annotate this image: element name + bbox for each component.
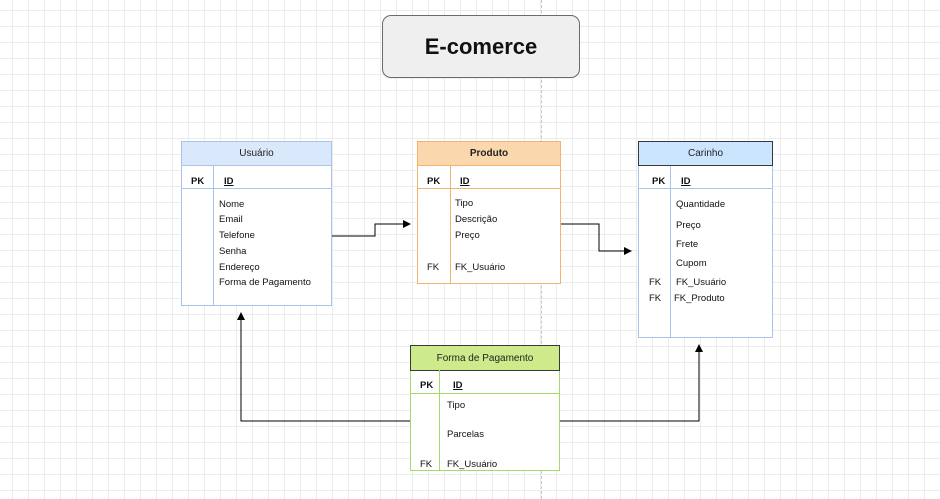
entity-carinho-fk-label-2: FK (649, 293, 662, 304)
entity-carinho-field-preco[interactable]: Preço (676, 220, 701, 231)
entity-forma-pagamento-field-fk-usuario[interactable]: FK_Usuário (447, 459, 498, 470)
entity-carinho-pk-label: PK (652, 176, 666, 187)
entity-forma-pagamento-field-tipo[interactable]: Tipo (447, 400, 466, 411)
connector-pagamento-to-usuario[interactable] (237, 312, 410, 422)
entity-usuario-field-telefone[interactable]: Telefone (219, 230, 255, 241)
entity-produto-fk-label: FK (427, 262, 440, 273)
entity-produto[interactable]: Produto PK ID Tipo Descrição Preço FK FK… (417, 141, 561, 284)
entity-carinho-field-cupom[interactable]: Cupom (676, 258, 707, 269)
entity-produto-name: Produto (469, 148, 509, 159)
entity-forma-pagamento-fk-label: FK (420, 459, 433, 470)
entity-usuario-field-email[interactable]: Email (219, 214, 243, 225)
entity-carinho-field-quantidade[interactable]: Quantidade (676, 199, 726, 210)
entity-carinho-fk-label-1: FK (649, 277, 662, 288)
entity-produto-key-separator (418, 188, 560, 189)
entity-carinho-header[interactable]: Carinho (638, 141, 773, 166)
entity-usuario[interactable]: Usuário PK ID Nome Email Telefone Senha … (181, 141, 332, 306)
entity-usuario-name: Usuário (239, 148, 274, 159)
entity-usuario-id-field[interactable]: ID (224, 176, 234, 187)
entity-usuario-column-divider (213, 166, 214, 306)
entity-produto-field-preco[interactable]: Preço (455, 230, 480, 241)
entity-usuario-key-separator (182, 188, 331, 189)
entity-produto-field-fk-usuario[interactable]: FK_Usuário (455, 262, 506, 273)
entity-carinho-field-frete[interactable]: Frete (676, 239, 699, 250)
entity-usuario-field-senha[interactable]: Senha (219, 246, 247, 257)
entity-produto-id-field[interactable]: ID (460, 176, 470, 187)
entity-carinho-field-fk-usuario[interactable]: FK_Usuário (676, 277, 727, 288)
entity-carinho-column-divider (670, 166, 671, 338)
entity-carinho-key-separator (639, 188, 772, 189)
entity-produto-pk-label: PK (427, 176, 441, 187)
entity-forma-pagamento-field-parcelas[interactable]: Parcelas (447, 429, 484, 440)
entity-forma-pagamento-id-field[interactable]: ID (453, 380, 463, 391)
entity-usuario-field-forma-pagamento[interactable]: Forma de Pagamento (219, 277, 311, 288)
entity-usuario-pk-label: PK (191, 176, 205, 187)
entity-produto-field-tipo[interactable]: Tipo (455, 198, 474, 209)
entity-forma-pagamento-pk-label: PK (420, 380, 434, 391)
entity-usuario-field-nome[interactable]: Nome (219, 199, 245, 210)
entity-produto-column-divider (450, 166, 451, 284)
connector-produto-to-carinho[interactable] (561, 223, 632, 255)
diagram-title[interactable]: E-comerce (382, 15, 580, 78)
entity-forma-pagamento[interactable]: Forma de Pagamento PK ID Tipo Parcelas F… (410, 345, 560, 471)
entity-carinho[interactable]: Carinho PK ID Quantidade Preço Frete Cup… (638, 141, 773, 338)
diagram-title-text: E-comerce (424, 33, 538, 59)
entity-usuario-field-endereco[interactable]: Endereço (219, 262, 260, 273)
connector-usuario-to-produto[interactable] (332, 220, 411, 237)
entity-forma-pagamento-key-separator (411, 393, 559, 394)
entity-usuario-header[interactable]: Usuário (182, 142, 331, 166)
entity-produto-field-descricao[interactable]: Descrição (455, 214, 498, 225)
connector-pagamento-to-carinho[interactable] (560, 344, 703, 422)
entity-carinho-field-fk-produto[interactable]: FK_Produto (674, 293, 725, 304)
entity-carinho-name: Carinho (687, 148, 724, 159)
entity-produto-header[interactable]: Produto (418, 142, 560, 166)
entity-forma-pagamento-header[interactable]: Forma de Pagamento (410, 345, 560, 371)
entity-forma-pagamento-name: Forma de Pagamento (436, 352, 534, 364)
entity-forma-pagamento-column-divider (439, 370, 440, 471)
entity-carinho-id-field[interactable]: ID (681, 176, 691, 187)
